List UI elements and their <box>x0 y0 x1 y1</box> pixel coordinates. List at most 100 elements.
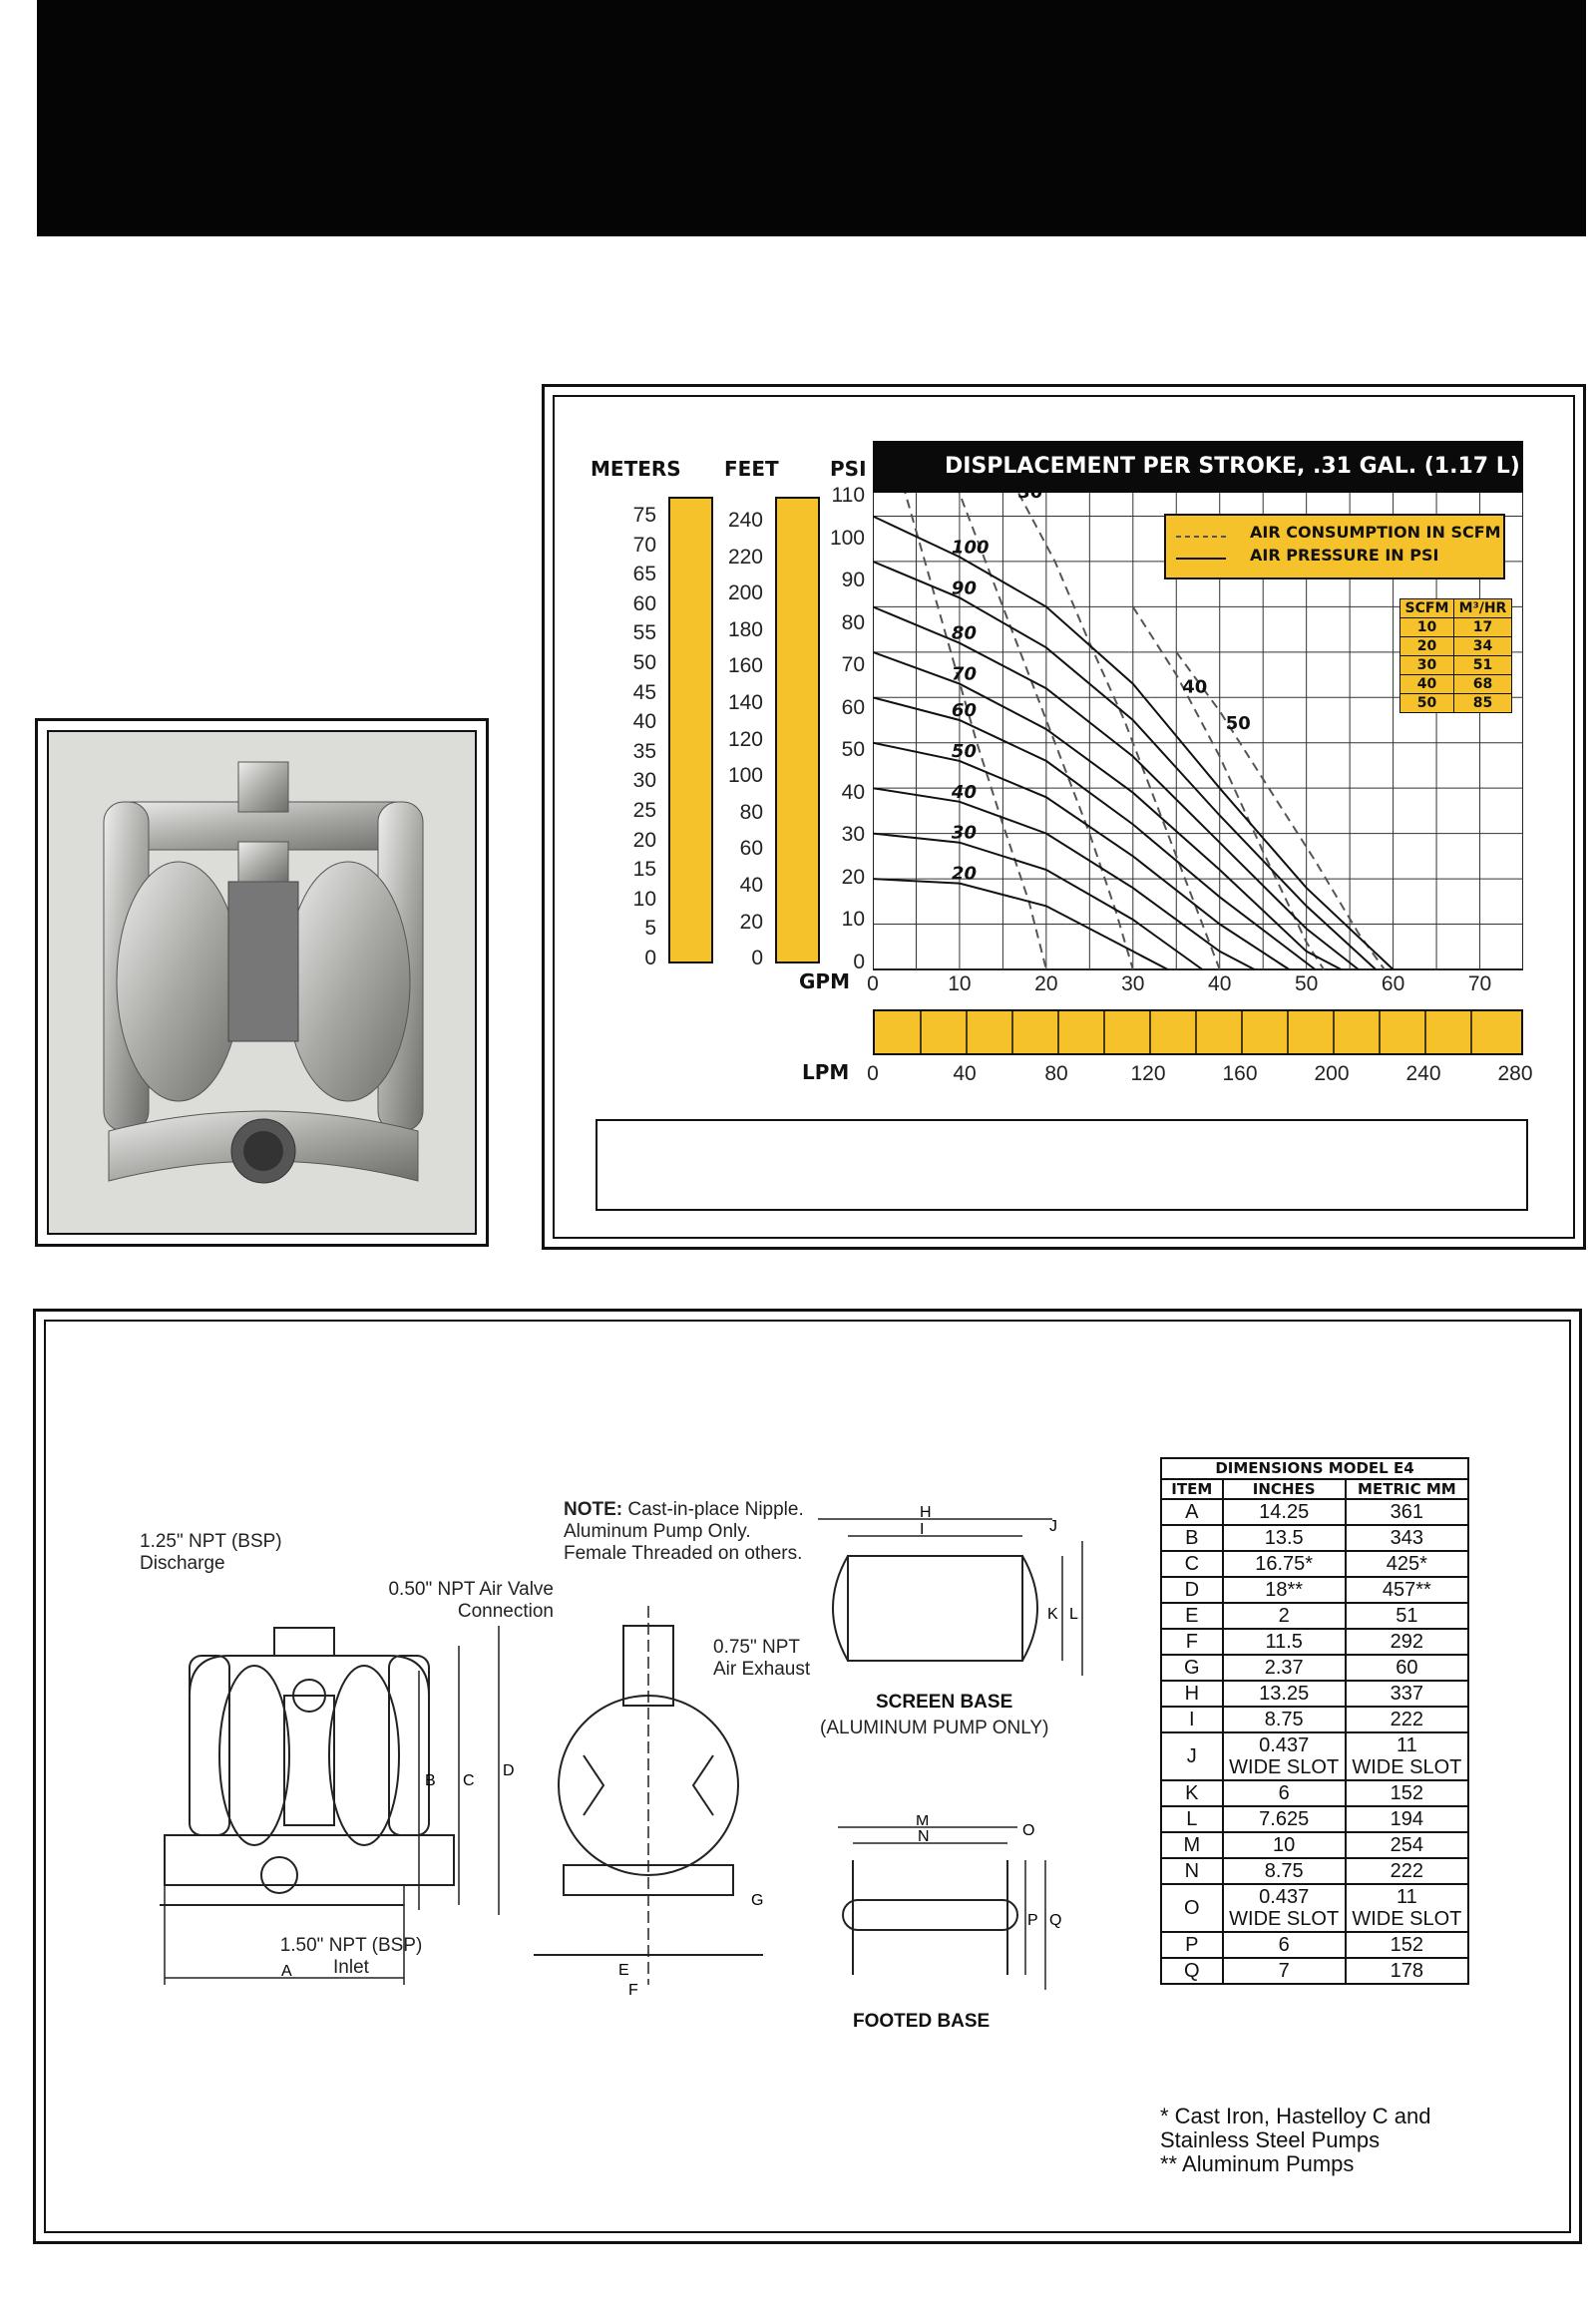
dimension-metric: 194 <box>1344 1805 1470 1833</box>
dimension-item: I <box>1160 1706 1224 1733</box>
gpm-tick: 20 <box>1034 972 1058 995</box>
dimension-item: L <box>1160 1805 1224 1833</box>
dimension-item: P <box>1160 1931 1224 1959</box>
pressure-curve-label: 60 <box>952 700 977 721</box>
dimension-item: E <box>1160 1602 1224 1630</box>
pressure-curve-label: 40 <box>951 782 977 803</box>
dimension-inches: 13.5 <box>1221 1524 1347 1552</box>
footed-base-drawing: M N O P Q <box>838 1815 1061 1990</box>
lpm-tick: 120 <box>1130 1062 1166 1085</box>
meters-tick: 45 <box>632 680 656 704</box>
dim-letter-i: I <box>920 1521 924 1538</box>
dim-letter-p: P <box>1027 1912 1038 1929</box>
scfm-value: 50 <box>1399 693 1454 713</box>
dimension-inches: 7 <box>1221 1957 1347 1985</box>
feet-tick: 40 <box>739 874 763 897</box>
air-consumption-curve-label: 50 <box>1226 713 1251 734</box>
psi-tick: 110 <box>831 484 865 507</box>
note-bold-label: NOTE: <box>564 1499 623 1520</box>
m3hr-value: 68 <box>1452 674 1513 694</box>
dimension-item: C <box>1160 1550 1224 1578</box>
dimension-metric: 11 WIDE SLOT <box>1344 1883 1470 1933</box>
gpm-tick: 40 <box>1208 972 1232 995</box>
meters-tick: 65 <box>632 563 656 586</box>
lpm-scale-bar <box>873 1009 1523 1055</box>
psi-tick: 30 <box>841 823 865 846</box>
dimension-metric: 152 <box>1344 1779 1470 1807</box>
psi-tick: 40 <box>841 780 865 804</box>
dim-letter-g: G <box>751 1892 763 1909</box>
dimensions-table-title: DIMENSIONS MODEL E4 <box>1160 1457 1469 1480</box>
pressure-curve-label: 70 <box>952 664 977 685</box>
feet-tick: 80 <box>739 800 763 824</box>
m3hr-value: 51 <box>1452 655 1513 675</box>
dim-letter-m: M <box>916 1815 929 1829</box>
scfm-header: SCFM <box>1399 598 1454 618</box>
feet-tick: 120 <box>727 727 763 751</box>
front-view-drawing: A B C D <box>160 1626 515 1985</box>
dimension-metric: 254 <box>1344 1831 1470 1859</box>
meters-tick: 25 <box>632 799 656 822</box>
header-band <box>37 0 1586 236</box>
dimension-metric: 343 <box>1344 1524 1470 1552</box>
dimension-item: J <box>1160 1731 1224 1781</box>
meters-tick: 0 <box>644 947 656 969</box>
air-pressure-curve <box>873 696 1317 970</box>
m3hr-value: 34 <box>1452 636 1513 656</box>
lpm-tick: 40 <box>953 1062 977 1085</box>
dim-letter-o: O <box>1022 1822 1034 1839</box>
dimensions-frame <box>33 1309 1582 2244</box>
air-consumption-curve <box>1010 479 1221 970</box>
feet-tick: 0 <box>751 947 763 970</box>
dim-letter-n: N <box>918 1828 930 1845</box>
footnote-1: * Cast Iron, Hastelloy C and Stainless S… <box>1160 2104 1431 2153</box>
dimension-item: A <box>1160 1498 1224 1526</box>
screen-base-drawing: H I J K L <box>818 1504 1083 1676</box>
psi-tick: 60 <box>841 695 865 719</box>
pressure-curve-label: 80 <box>952 623 977 644</box>
gpm-tick: 30 <box>1121 972 1145 995</box>
footnote-2: ** Aluminum Pumps <box>1160 2151 1355 2177</box>
feet-scale-bar <box>775 497 820 963</box>
dimension-item: Q <box>1160 1957 1224 1985</box>
air-pressure-curve <box>873 787 1255 970</box>
dimension-item: M <box>1160 1831 1224 1859</box>
scfm-value: 10 <box>1399 617 1454 637</box>
dimensions-table: DIMENSIONS MODEL E4 ITEM INCHES METRIC M… <box>1160 1457 1470 1985</box>
air-pressure-curve <box>873 515 1395 970</box>
performance-chart-frame <box>542 384 1586 1250</box>
meters-tick: 35 <box>632 739 656 763</box>
dimensions-col-inches: INCHES <box>1221 1477 1347 1500</box>
feet-tick: 140 <box>727 691 763 714</box>
dimensions-col-item: ITEM <box>1160 1477 1224 1500</box>
scfm-value: 40 <box>1399 674 1454 694</box>
screen-base-title: SCREEN BASE <box>876 1692 1013 1713</box>
meters-tick: 30 <box>632 769 656 793</box>
feet-axis-label: FEET <box>724 457 779 481</box>
dimension-metric: 457** <box>1344 1576 1470 1604</box>
dimension-inches: 0.437 WIDE SLOT <box>1221 1883 1347 1933</box>
meters-tick: 15 <box>632 858 656 882</box>
feet-tick: 60 <box>739 837 763 861</box>
dimension-inches: 14.25 <box>1221 1498 1347 1526</box>
pressure-curve-label: 30 <box>952 823 977 844</box>
footed-base-title: FOOTED BASE <box>853 2011 991 2032</box>
legend-swatches <box>1176 536 1226 560</box>
dimension-inches: 8.75 <box>1221 1706 1347 1733</box>
air-pressure-curve <box>873 605 1360 970</box>
dimension-item: B <box>1160 1524 1224 1552</box>
dimension-inches: 10 <box>1221 1831 1347 1859</box>
meters-tick: 60 <box>632 591 656 615</box>
meters-scale-bar <box>668 497 713 963</box>
air-exhaust-label: 0.75" NPT Air Exhaust <box>713 1637 811 1680</box>
psi-tick: 10 <box>841 908 865 931</box>
dimension-inches: 6 <box>1221 1779 1347 1807</box>
dimension-item: G <box>1160 1654 1224 1682</box>
